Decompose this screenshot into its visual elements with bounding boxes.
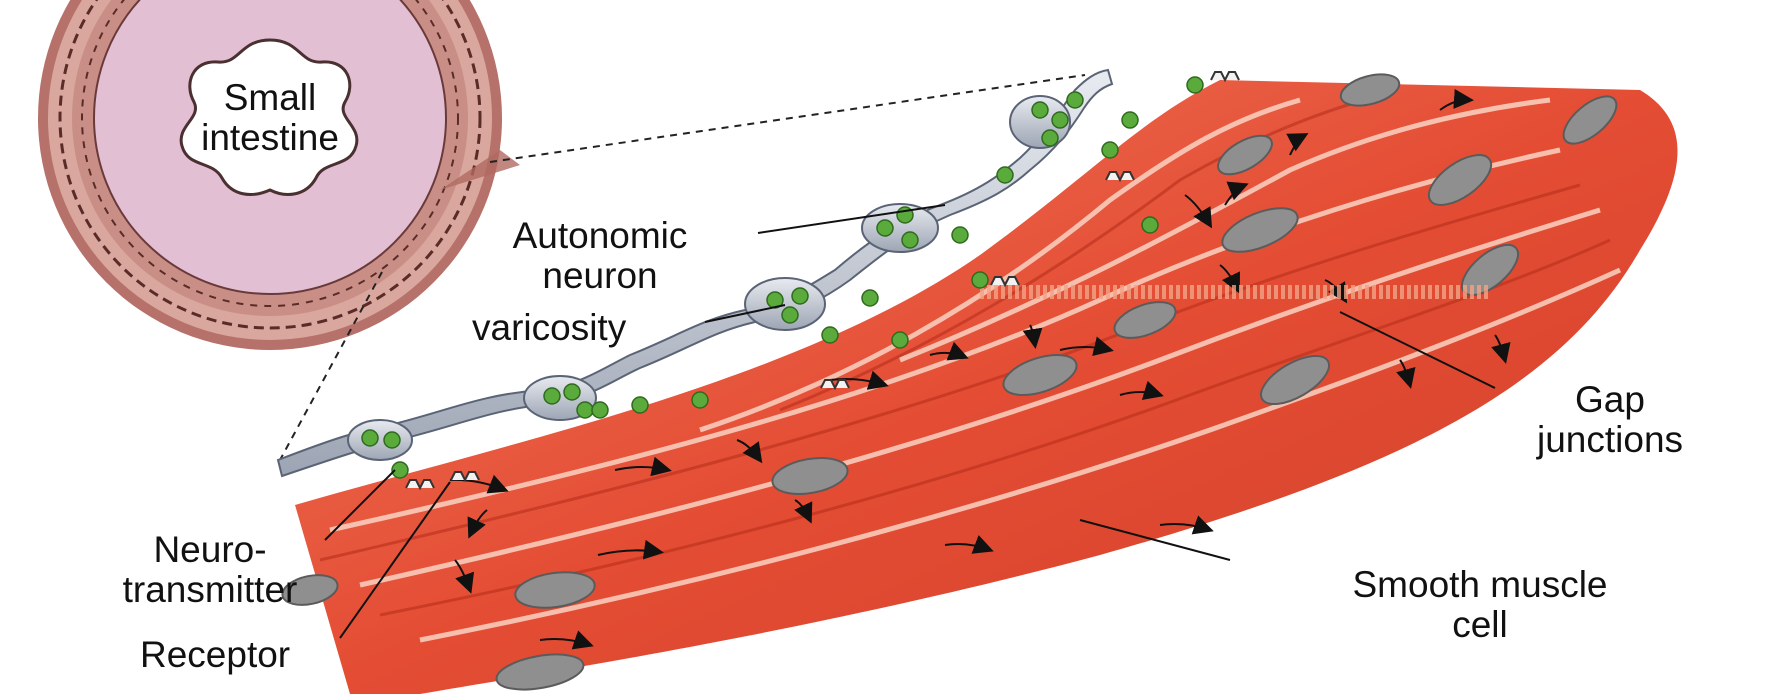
vesicle-dot-icon	[592, 402, 608, 418]
small-intestine-cross-section	[38, 0, 520, 350]
vesicle-dot-icon	[1032, 102, 1048, 118]
label-smooth-muscle-cell: Smooth muscle cell	[1250, 565, 1710, 645]
vesicle-dot-icon	[1142, 217, 1158, 233]
label-autonomic-neuron: Autonomic neuron	[440, 216, 760, 296]
label-neurotransmitter-line1: Neuro-	[75, 530, 345, 570]
vesicle-dot-icon	[792, 288, 808, 304]
vesicle-dot-icon	[1102, 142, 1118, 158]
label-autonomic-neuron-line2: neuron	[440, 256, 760, 296]
label-varicosity: varicosity	[472, 308, 626, 348]
vesicle-dot-icon	[1187, 77, 1203, 93]
vesicle-dot-icon	[877, 220, 893, 236]
vesicle-dot-icon	[1042, 130, 1058, 146]
receptor-icon	[1211, 72, 1239, 80]
label-varicosity-text: varicosity	[472, 307, 626, 348]
label-receptor-text: Receptor	[140, 634, 290, 675]
vesicle-dot-icon	[902, 232, 918, 248]
label-receptor: Receptor	[140, 635, 290, 675]
label-gap-junctions-line1: Gap	[1500, 380, 1720, 420]
varicosity	[348, 420, 412, 460]
vesicle-dot-icon	[822, 327, 838, 343]
label-gap-junctions-line2: junctions	[1500, 420, 1720, 460]
vesicle-dot-icon	[862, 290, 878, 306]
label-neurotransmitter-line2: transmitter	[75, 570, 345, 610]
label-smooth-muscle-line2: cell	[1250, 605, 1710, 645]
vesicle-dot-icon	[692, 392, 708, 408]
label-smooth-muscle-line1: Smooth muscle	[1250, 565, 1710, 605]
label-gap-junctions: Gap junctions	[1500, 380, 1720, 460]
inset-label-line1: Small	[170, 78, 370, 118]
vesicle-dot-icon	[632, 397, 648, 413]
vesicle-dot-icon	[362, 430, 378, 446]
vesicle-dot-icon	[1067, 92, 1083, 108]
vesicle-dot-icon	[577, 402, 593, 418]
vesicle-dot-icon	[972, 272, 988, 288]
vesicle-dot-icon	[1122, 112, 1138, 128]
vesicle-dot-icon	[952, 227, 968, 243]
vesicle-dot-icon	[782, 307, 798, 323]
vesicle-dot-icon	[1052, 112, 1068, 128]
label-neurotransmitter: Neuro- transmitter	[75, 530, 345, 610]
vesicle-dot-icon	[997, 167, 1013, 183]
inset-label-line2: intestine	[170, 118, 370, 158]
label-autonomic-neuron-line1: Autonomic	[440, 216, 760, 256]
vesicle-dot-icon	[384, 432, 400, 448]
vesicle-dot-icon	[544, 388, 560, 404]
vesicle-dot-icon	[892, 332, 908, 348]
vesicle-dot-icon	[564, 384, 580, 400]
inset-label: Small intestine	[170, 78, 370, 158]
